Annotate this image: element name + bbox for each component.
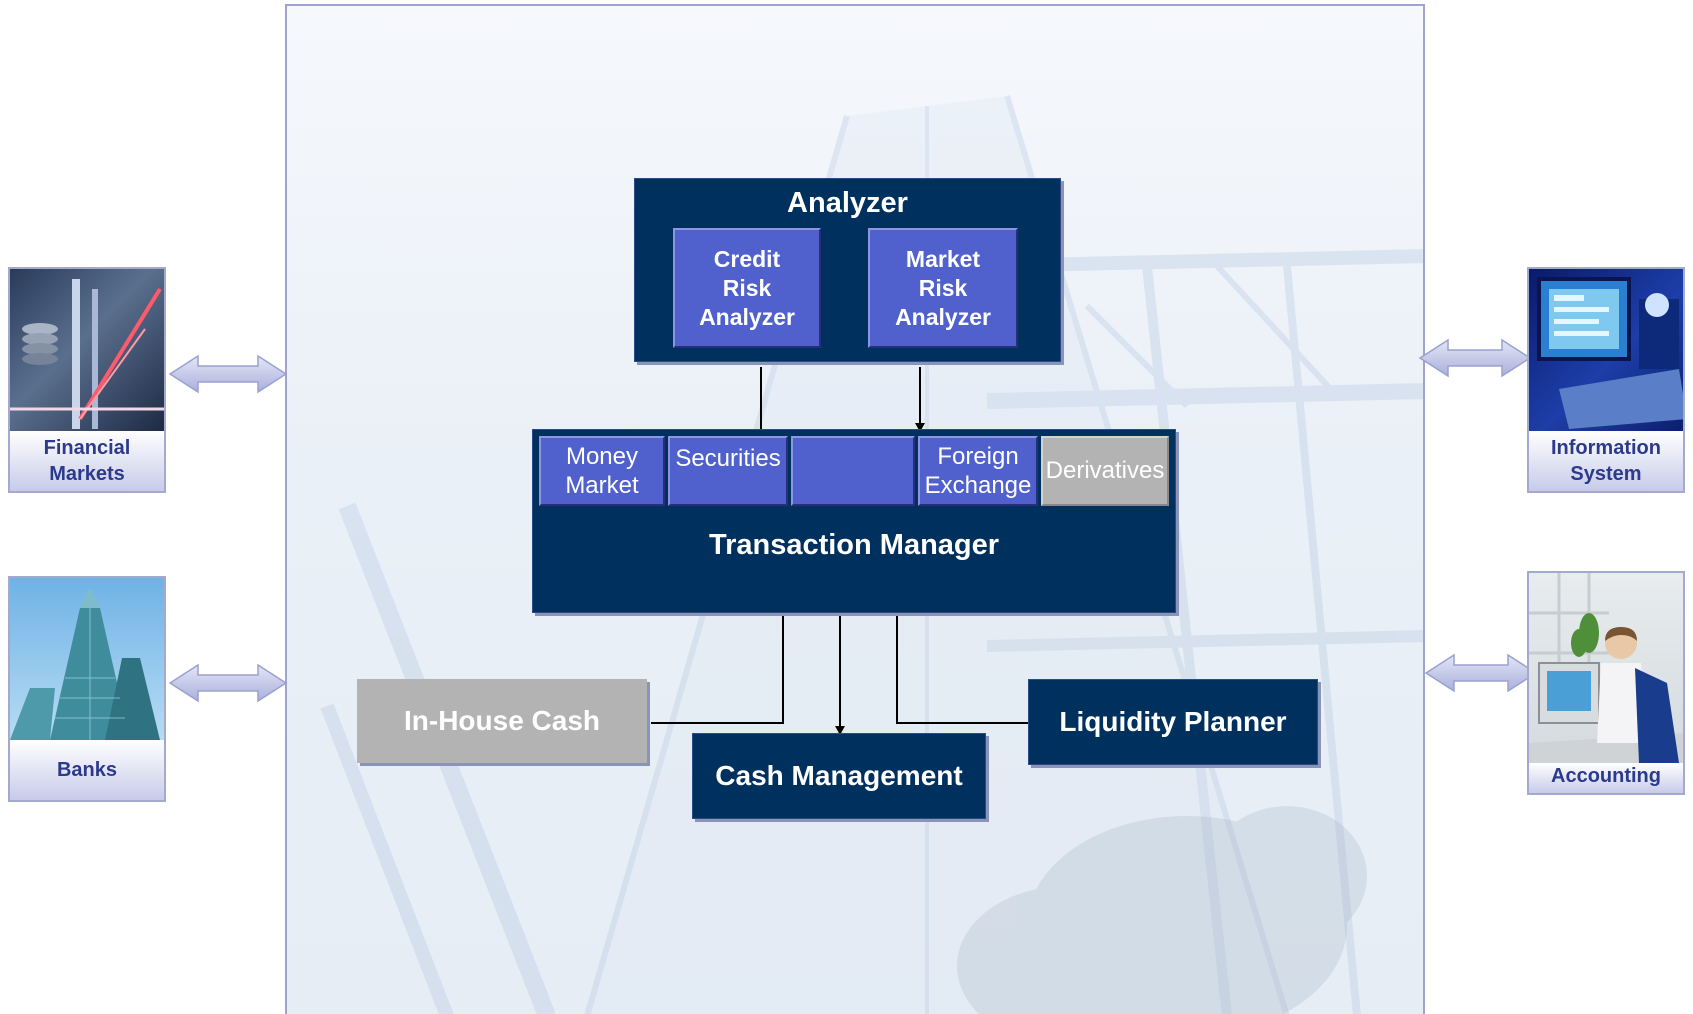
- information-system-image: [1529, 269, 1683, 431]
- module-derivatives[interactable]: Derivatives: [1041, 436, 1169, 506]
- banks-image: [10, 578, 164, 740]
- cash-management-box[interactable]: Cash Management: [692, 733, 986, 819]
- transaction-manager-title: Transaction Manager: [708, 529, 1000, 561]
- arrow-information-system-icon: [1418, 338, 1532, 378]
- financial-markets-label: Financial Markets: [10, 431, 164, 491]
- arrowhead-market-risk: [915, 423, 925, 432]
- market-risk-analyzer[interactable]: Market Risk Analyzer: [868, 228, 1018, 348]
- credit-risk-analyzer-label: Credit Risk Analyzer: [699, 245, 795, 330]
- information-system-label: Information System: [1529, 431, 1683, 491]
- banks-card[interactable]: Banks: [8, 576, 166, 802]
- module-money-market[interactable]: Money Market: [539, 436, 665, 506]
- analyzer-title: Analyzer: [787, 187, 908, 219]
- credit-risk-analyzer[interactable]: Credit Risk Analyzer: [673, 228, 821, 348]
- module-blank[interactable]: [791, 436, 915, 506]
- accounting-image: [1529, 573, 1683, 763]
- in-house-cash-label: In-House Cash: [403, 705, 601, 736]
- module-derivatives-label: Derivatives: [1045, 457, 1165, 484]
- in-house-cash-box[interactable]: In-House Cash: [357, 679, 647, 763]
- information-system-card[interactable]: Information System: [1527, 267, 1685, 493]
- transaction-manager-box[interactable]: Money Market Securities Foreign Exchange…: [532, 429, 1176, 613]
- arrow-financial-markets-icon: [168, 354, 288, 394]
- module-securities-label: Securities: [675, 445, 781, 472]
- cash-management-label: Cash Management: [715, 760, 963, 791]
- arrow-banks-icon: [168, 663, 288, 703]
- accounting-card[interactable]: Accounting: [1527, 571, 1685, 795]
- market-risk-analyzer-label: Market Risk Analyzer: [895, 245, 991, 330]
- accounting-label: Accounting: [1529, 763, 1683, 793]
- liquidity-planner-connector: [896, 610, 1028, 724]
- liquidity-planner-label: Liquidity Planner: [1059, 706, 1287, 737]
- arrowhead-cash-management: [835, 726, 845, 735]
- in-house-cash-connector: [651, 614, 784, 724]
- arrow-accounting-icon: [1424, 653, 1538, 693]
- analyzer-box[interactable]: Analyzer Credit Risk Analyzer Market Ris…: [634, 178, 1061, 362]
- banks-label: Banks: [10, 740, 164, 800]
- module-money-market-label: Money Market: [565, 443, 639, 499]
- module-securities[interactable]: Securities: [668, 436, 788, 506]
- financial-markets-card[interactable]: Financial Markets: [8, 267, 166, 493]
- module-foreign-exchange-label: Foreign Exchange: [924, 443, 1032, 499]
- liquidity-planner-box[interactable]: Liquidity Planner: [1028, 679, 1318, 765]
- financial-markets-image: [10, 269, 164, 431]
- module-foreign-exchange[interactable]: Foreign Exchange: [918, 436, 1038, 506]
